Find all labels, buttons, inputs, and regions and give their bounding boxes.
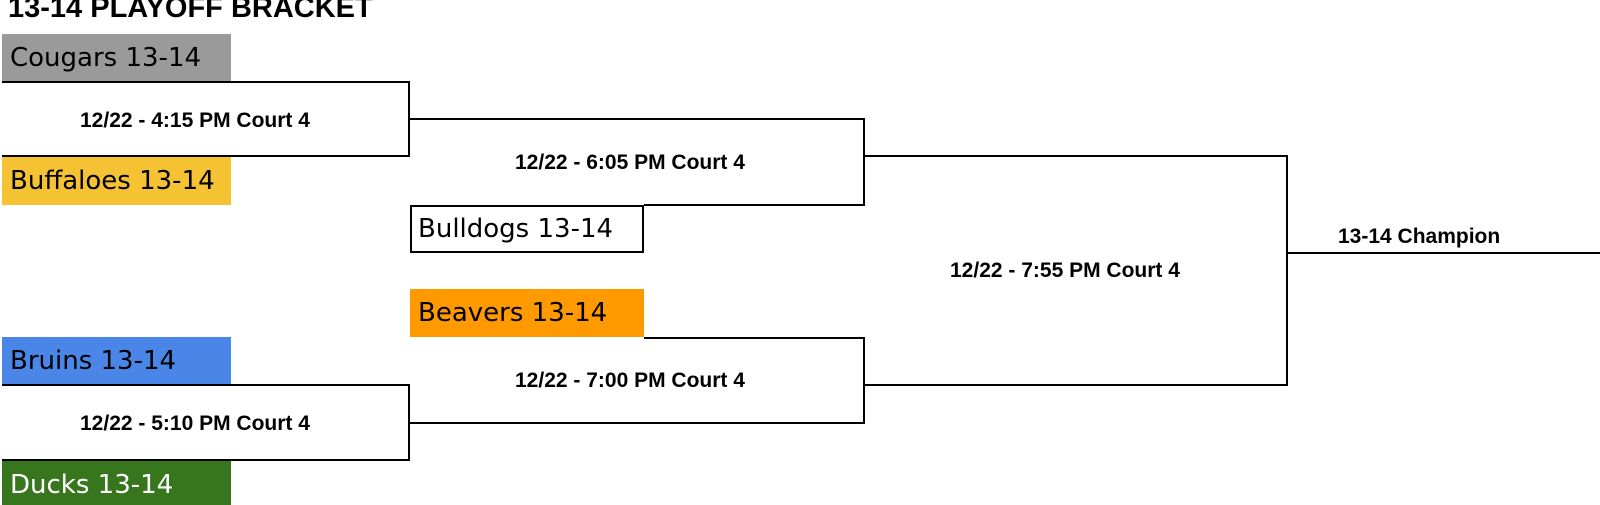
bracket-line <box>644 204 865 206</box>
bracket-line <box>865 384 1288 386</box>
game-label-1: 12/22 - 4:15 PM Court 4 <box>80 109 310 132</box>
bracket-line <box>410 422 865 424</box>
game-label-5: 12/22 - 5:10 PM Court 4 <box>80 412 310 435</box>
bracket-line <box>863 337 865 424</box>
team-buffaloes: Buffaloes 13-14 <box>2 157 231 205</box>
bracket-line <box>865 155 1288 157</box>
game-label-3: 12/22 - 7:55 PM Court 4 <box>950 259 1180 282</box>
team-beavers: Beavers 13-14 <box>410 289 644 337</box>
game-label-2: 12/22 - 6:05 PM Court 4 <box>515 151 745 174</box>
bracket-line <box>2 81 410 83</box>
bracket-line <box>644 337 865 339</box>
team-ducks: Ducks 13-14 <box>2 461 231 505</box>
bracket-line <box>2 384 410 386</box>
team-bulldogs: Bulldogs 13-14 <box>410 205 644 253</box>
team-bruins: Bruins 13-14 <box>2 337 231 385</box>
bracket-line <box>410 118 865 120</box>
bracket-line <box>408 81 410 157</box>
champion-label: 13-14 Champion <box>1338 225 1501 248</box>
team-cougars: Cougars 13-14 <box>2 34 231 82</box>
bracket-title: 13-14 PLAYOFF BRACKET <box>8 0 373 24</box>
bracket-line <box>2 155 410 157</box>
bracket-line <box>1286 155 1288 386</box>
game-label-4: 12/22 - 7:00 PM Court 4 <box>515 369 745 392</box>
bracket-line <box>408 384 410 461</box>
bracket-line <box>863 118 865 206</box>
bracket-line <box>2 459 410 461</box>
champion-line <box>1288 252 1600 254</box>
